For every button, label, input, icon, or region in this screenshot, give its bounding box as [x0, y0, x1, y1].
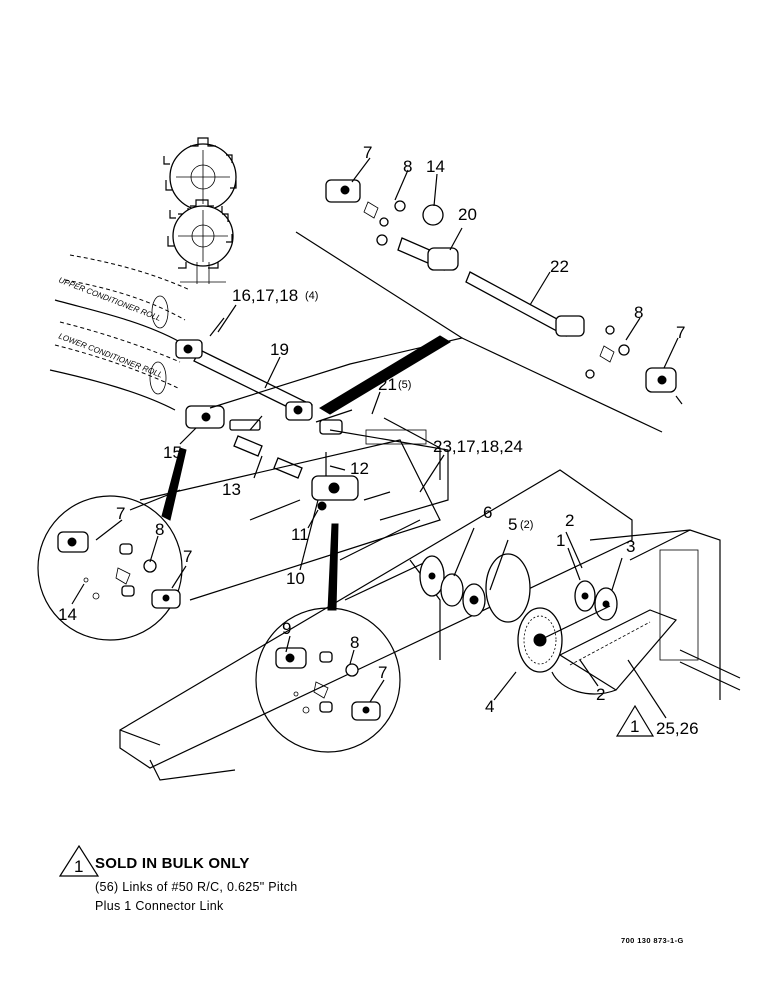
- callout-2-bottom: 2: [596, 685, 605, 704]
- detail-circle-left: [37, 447, 187, 641]
- callout-23-17-18-24: 23,17,18,24: [433, 437, 523, 456]
- lower-roll-label: LOWER CONDITIONER ROLL: [57, 331, 164, 379]
- callout-5-qty: (2): [520, 519, 533, 531]
- callout-19: 19: [270, 340, 289, 359]
- callout-8-top: 8: [403, 157, 412, 176]
- callout-20: 20: [458, 205, 477, 224]
- note-triangle-number: 1: [74, 857, 83, 876]
- callout-25-26: 25,26: [656, 719, 699, 738]
- callout-4: 4: [485, 697, 494, 716]
- upper-driveline-inset: [209, 179, 683, 433]
- leader-lines: [71, 157, 679, 719]
- sprocket-detail: [163, 137, 237, 284]
- callout-21: 21: [378, 375, 397, 394]
- callout-circle-left-7b: 7: [183, 547, 192, 566]
- callout-circle-left-14: 14: [58, 605, 77, 624]
- callout-10: 10: [286, 569, 305, 588]
- callout-labels: 7 8 14 20 22 8 7 16,17,18 (4) 19 21 (5) …: [58, 143, 699, 738]
- callout-13: 13: [222, 480, 241, 499]
- note-line-2: Plus 1 Connector Link: [95, 899, 224, 913]
- note-triangle-icon: 1: [58, 844, 100, 877]
- callout-11: 11: [291, 525, 309, 544]
- callout-16-qty: (4): [305, 290, 318, 302]
- callout-circle-right-7: 7: [378, 663, 387, 682]
- callout-circle-left-8: 8: [155, 520, 164, 539]
- callout-circle-right-8: 8: [350, 633, 359, 652]
- left-coupler-assembly: [185, 405, 303, 479]
- callout-21-qty: (5): [398, 379, 411, 391]
- callout-16-17-18: 16,17,18: [232, 286, 298, 305]
- callout-8-right: 8: [634, 303, 643, 322]
- callout-circle-left-7a: 7: [116, 504, 125, 523]
- callout-1: 1: [556, 531, 565, 550]
- conditioner-rolls: UPPER CONDITIONER ROLL LOWER CONDITIONER…: [49, 254, 191, 411]
- callout-14-top: 14: [426, 157, 445, 176]
- callout-22: 22: [550, 257, 569, 276]
- callout-5: 5: [508, 515, 517, 534]
- reference-triangle-number: 1: [630, 717, 639, 736]
- drive-sprockets: [419, 529, 741, 700]
- drawing-number: 700 130 873-1-G: [621, 936, 684, 945]
- coupler-assembly-center: [311, 452, 391, 511]
- callout-7-right: 7: [676, 323, 685, 342]
- callout-15: 15: [163, 443, 182, 462]
- callout-3: 3: [626, 537, 635, 556]
- callout-12: 12: [350, 459, 369, 478]
- callout-6: 6: [483, 503, 492, 522]
- note-title: SOLD IN BULK ONLY: [95, 855, 250, 872]
- reference-triangle: 1: [615, 704, 655, 737]
- header-frame: [119, 417, 633, 781]
- callout-circle-right-9: 9: [282, 619, 291, 638]
- note-line-1: (56) Links of #50 R/C, 0.625" Pitch: [95, 880, 298, 894]
- detail-circle-right: [255, 523, 401, 753]
- callout-7-top: 7: [363, 143, 372, 162]
- upper-roll-label: UPPER CONDITIONER ROLL: [57, 275, 162, 322]
- callout-2-top: 2: [565, 511, 574, 530]
- driveline-19: [175, 317, 353, 435]
